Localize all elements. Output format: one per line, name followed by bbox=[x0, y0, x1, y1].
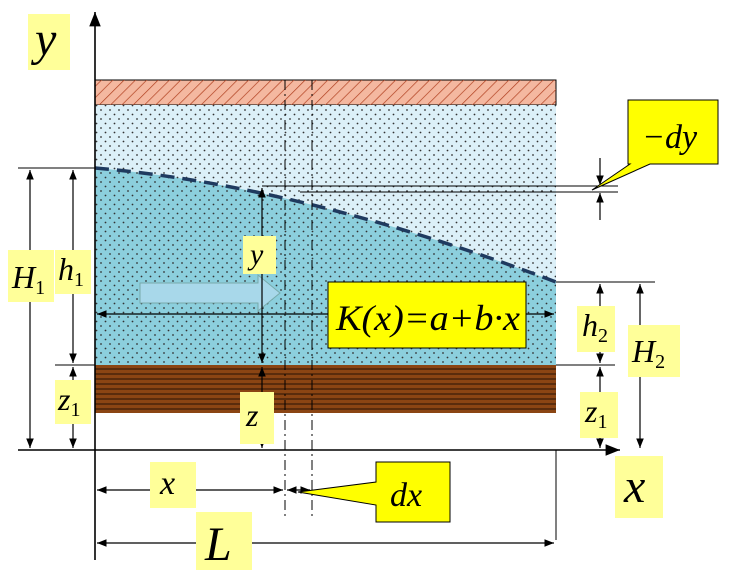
dx-callout bbox=[297, 461, 451, 523]
h1-label: h1 bbox=[58, 251, 84, 291]
z1-left-label-box bbox=[55, 380, 91, 424]
dx-label: dx bbox=[390, 477, 422, 514]
top-confining-hatch bbox=[95, 80, 556, 105]
y-axis-label: y bbox=[30, 13, 57, 66]
H2-label-box bbox=[628, 325, 680, 377]
flow-arrow bbox=[139, 273, 281, 313]
z1-left-label: z1 bbox=[57, 381, 80, 421]
y-var-label: y bbox=[247, 238, 264, 271]
y-var-label-box bbox=[243, 236, 276, 274]
bottom-aquitard bbox=[95, 365, 556, 413]
formula-box bbox=[327, 281, 527, 349]
x-var-label-box bbox=[150, 462, 196, 508]
z-var-label: z bbox=[245, 397, 259, 433]
L-label-box bbox=[196, 512, 252, 570]
h2-label: h2 bbox=[582, 307, 608, 347]
h1-label-box bbox=[55, 250, 91, 294]
h2-label-box bbox=[577, 306, 615, 352]
x-var-label: x bbox=[159, 465, 175, 502]
x-axis-label: x bbox=[623, 460, 645, 513]
y-axis-label-box bbox=[28, 14, 70, 70]
conductivity-formula: K(x)=a+b·x bbox=[335, 298, 520, 338]
H2-label: H2 bbox=[631, 333, 665, 373]
z1-right-label: z1 bbox=[584, 393, 607, 433]
z1-right-label-box bbox=[580, 392, 618, 438]
x-axis-label-box bbox=[615, 456, 663, 518]
L-label: L bbox=[204, 518, 232, 571]
dy-callout bbox=[591, 99, 719, 191]
water-table-line bbox=[94, 166, 557, 284]
dy-label: −dy bbox=[642, 119, 698, 156]
H1-label-box bbox=[8, 250, 54, 302]
H1-label: H1 bbox=[11, 259, 45, 299]
z-var-label-box bbox=[240, 392, 274, 444]
